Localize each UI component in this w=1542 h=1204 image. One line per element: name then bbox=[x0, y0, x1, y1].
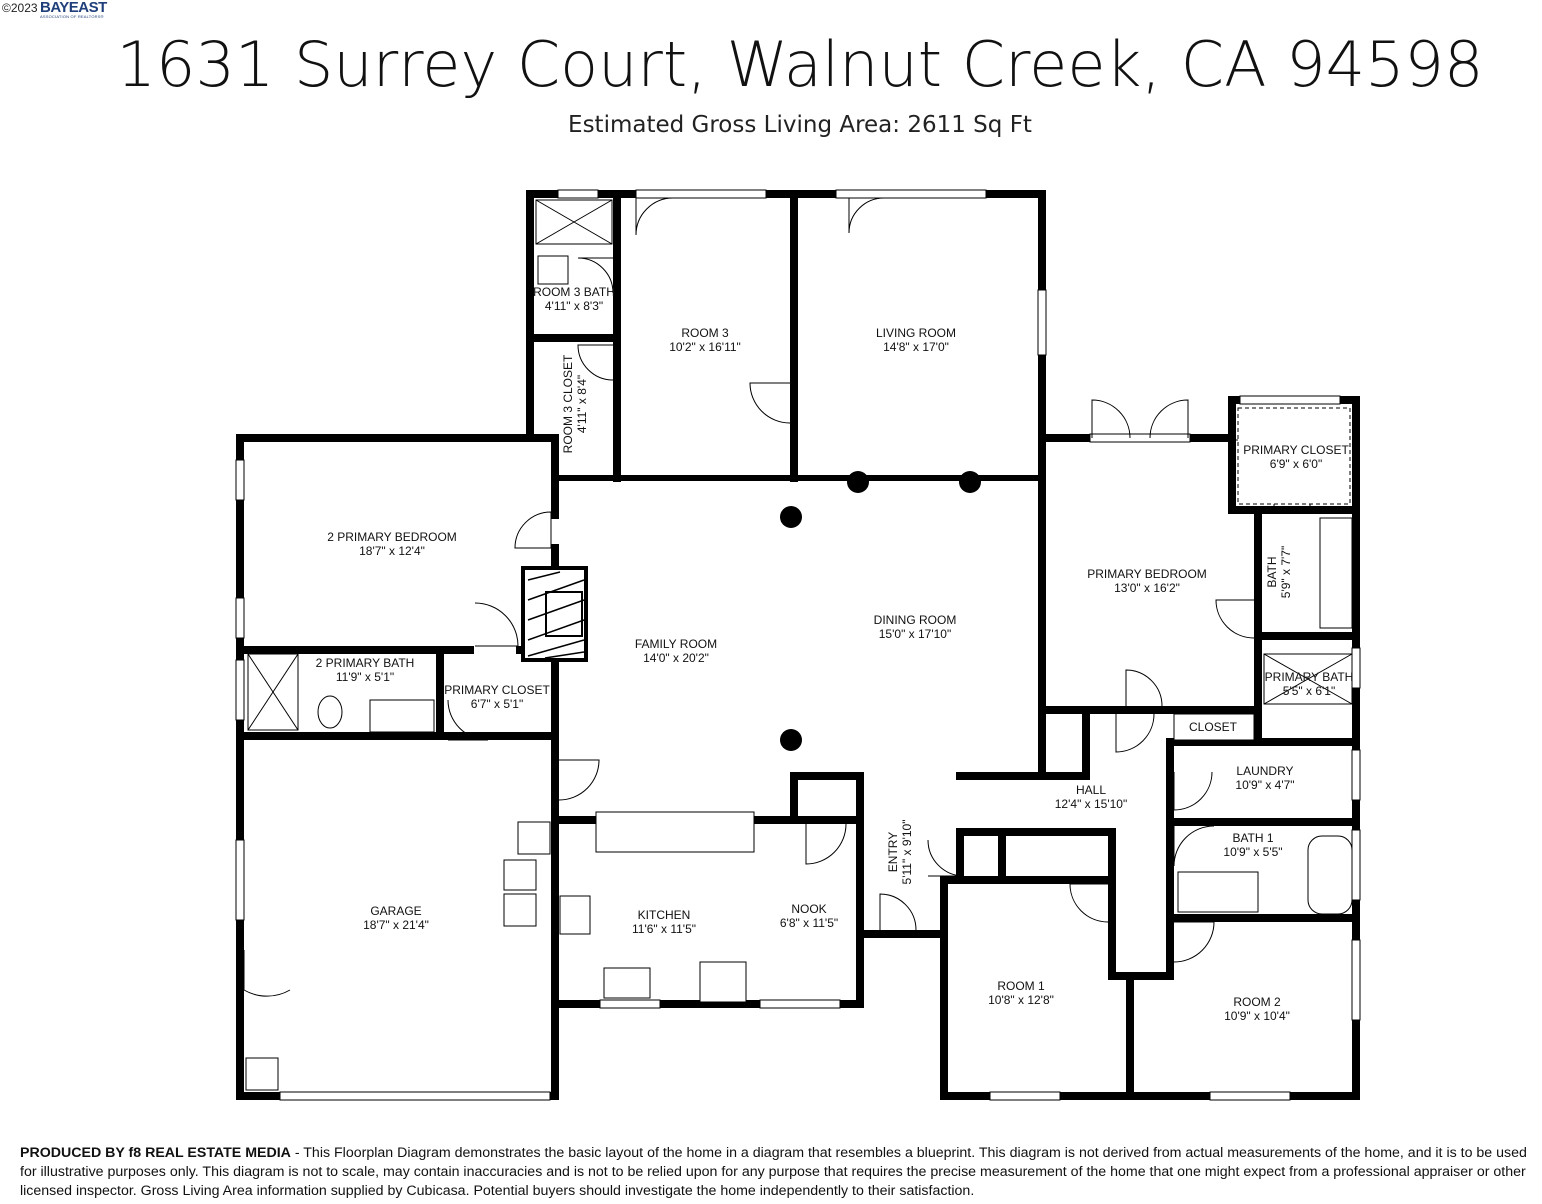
brand-name: BAYEAST bbox=[40, 0, 107, 16]
primary-bedroom-2-name: 2 PRIMARY BEDROOM bbox=[327, 530, 457, 544]
doors bbox=[243, 197, 1311, 997]
copyright-text: ©2023 bbox=[2, 1, 38, 15]
room3-closet-name: ROOM 3 CLOSET bbox=[561, 354, 575, 453]
windows bbox=[235, 189, 1361, 1101]
room3-bath-dims: 4'11" x 8'3" bbox=[545, 299, 603, 313]
primary-closet-2-name: PRIMARY CLOSET bbox=[444, 683, 550, 697]
hall-name: HALL bbox=[1076, 783, 1106, 797]
walls bbox=[236, 190, 1360, 1100]
primary-bath-2-name: 2 PRIMARY BATH bbox=[316, 656, 415, 670]
room3-closet-dims: 4'11" x 8'4" bbox=[575, 375, 589, 433]
living-area: Estimated Gross Living Area: 2611 Sq Ft bbox=[568, 112, 1032, 138]
hall-dims: 12'4" x 15'10" bbox=[1055, 797, 1128, 811]
garage-dims: 18'7" x 21'4" bbox=[363, 918, 429, 932]
copyright-notice: ©2023 bbox=[2, 1, 38, 15]
bath-name: BATH bbox=[1265, 556, 1279, 587]
living-room-name: LIVING ROOM bbox=[876, 326, 956, 340]
primary-bath-2-dims: 11'9" x 5'1" bbox=[336, 670, 394, 684]
closet-name: CLOSET bbox=[1189, 720, 1238, 734]
primary-bedroom-name: PRIMARY BEDROOM bbox=[1087, 567, 1207, 581]
disclaimer-text: - This Floorplan Diagram demonstrates th… bbox=[20, 1145, 1527, 1199]
bath1-name: BATH 1 bbox=[1232, 831, 1273, 845]
laundry-name: LAUNDRY bbox=[1236, 764, 1293, 778]
brand-subtitle: ASSOCIATION OF REALTORS® bbox=[40, 14, 104, 19]
primary-bedroom-dims: 13'0" x 16'2" bbox=[1114, 581, 1180, 595]
primary-bedroom-2-dims: 18'7" x 12'4" bbox=[359, 544, 425, 558]
room2-dims: 10'9" x 10'4" bbox=[1224, 1009, 1290, 1023]
room3-bath-name: ROOM 3 BATH bbox=[533, 285, 615, 299]
room-labels: ROOM 3 BATH 4'11" x 8'3" ROOM 3 CLOSET 4… bbox=[316, 285, 1354, 1023]
room1-dims: 10'8" x 12'8" bbox=[988, 993, 1054, 1007]
bath1-dims: 10'9" x 5'5" bbox=[1223, 845, 1282, 859]
primary-closet-2-dims: 6'7" x 5'1" bbox=[471, 697, 523, 711]
disclaimer-producer: PRODUCED BY f8 REAL ESTATE MEDIA bbox=[20, 1145, 291, 1161]
primary-bath-name: PRIMARY BATH bbox=[1265, 670, 1354, 684]
nook-dims: 6'8" x 11'5" bbox=[780, 916, 838, 930]
room3-name: ROOM 3 bbox=[681, 326, 729, 340]
fireplace bbox=[521, 566, 588, 662]
fixtures bbox=[245, 199, 1353, 1091]
room2-name: ROOM 2 bbox=[1233, 995, 1281, 1009]
kitchen-dims: 11'6" x 11'5" bbox=[632, 922, 696, 936]
property-address: 1631 Surrey Court, Walnut Creek, CA 9459… bbox=[116, 28, 1484, 101]
columns bbox=[780, 471, 981, 751]
nook-name: NOOK bbox=[791, 902, 826, 916]
dining-room-dims: 15'0" x 17'10" bbox=[879, 627, 952, 641]
family-room-dims: 14'0" x 20'2" bbox=[643, 651, 709, 665]
entry-dims: 5'11" x 9'10" bbox=[900, 820, 914, 885]
family-room-name: FAMILY ROOM bbox=[635, 637, 717, 651]
room1-name: ROOM 1 bbox=[997, 979, 1045, 993]
primary-bath-dims: 5'5" x 6'1" bbox=[1283, 684, 1335, 698]
entry-name: ENTRY bbox=[886, 832, 900, 872]
kitchen-name: KITCHEN bbox=[638, 908, 691, 922]
primary-closet-dims: 6'9" x 6'0" bbox=[1270, 457, 1322, 471]
living-room-dims: 14'8" x 17'0" bbox=[883, 340, 949, 354]
dining-room-name: DINING ROOM bbox=[874, 613, 957, 627]
room3-dims: 10'2" x 16'11" bbox=[669, 340, 741, 354]
laundry-dims: 10'9" x 4'7" bbox=[1235, 778, 1294, 792]
bayeast-logo: BAYEAST ASSOCIATION OF REALTORS® bbox=[40, 0, 107, 19]
garage-name: GARAGE bbox=[370, 904, 421, 918]
primary-closet-name: PRIMARY CLOSET bbox=[1243, 443, 1349, 457]
disclaimer: PRODUCED BY f8 REAL ESTATE MEDIA - This … bbox=[20, 1144, 1535, 1201]
bath-dims: 5'9" x 7'7" bbox=[1279, 546, 1293, 598]
